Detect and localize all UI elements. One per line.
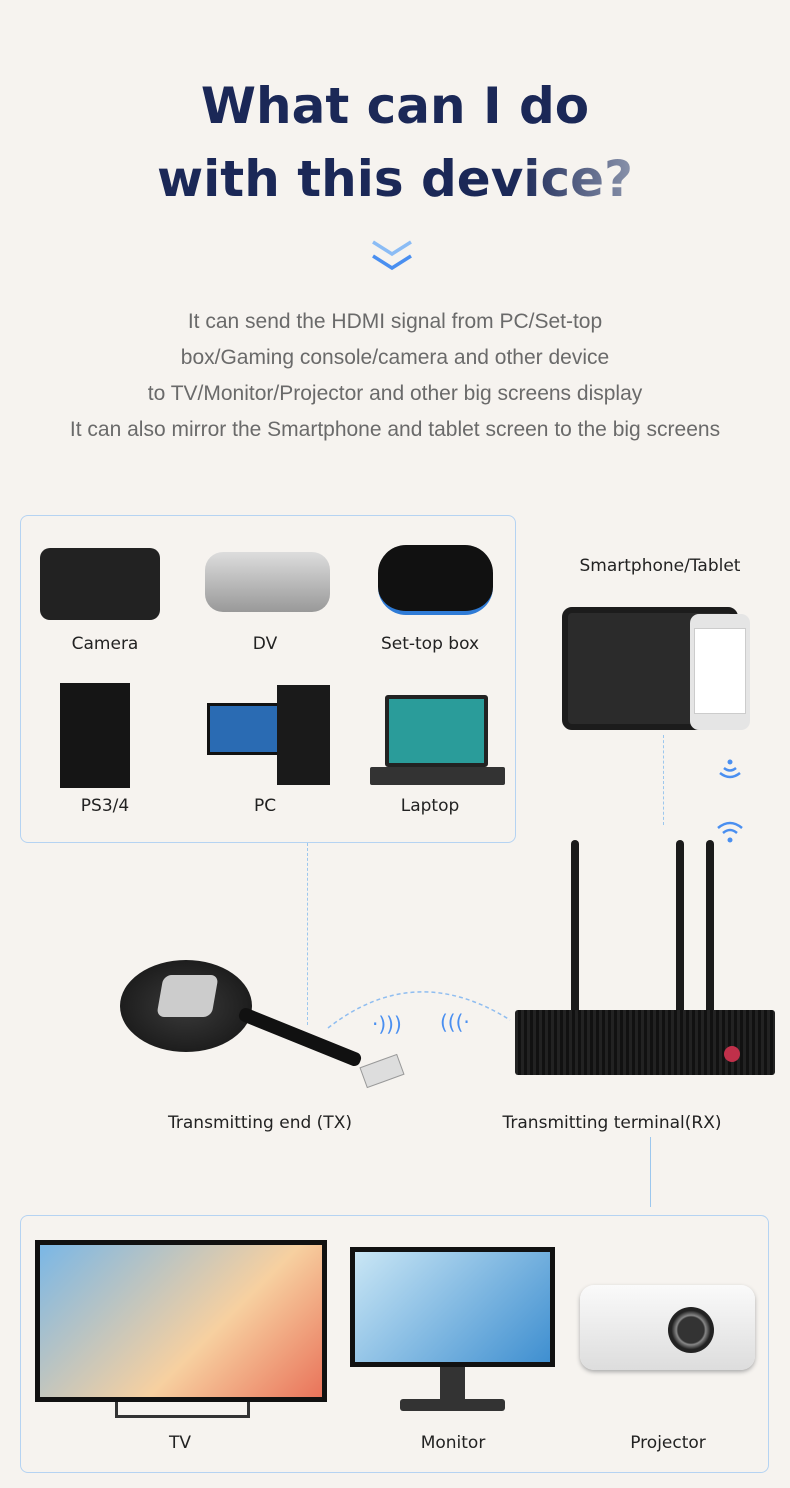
desc-line: It can send the HDMI signal from PC/Set-…: [187, 310, 603, 333]
connector-line: [307, 843, 308, 1025]
monitor-stand: [440, 1367, 465, 1399]
label-dv: DV: [252, 634, 278, 654]
usb-plug: [359, 1053, 405, 1089]
ps4-image: [60, 683, 130, 788]
title-part-faded: device?: [421, 150, 634, 208]
antenna: [676, 840, 684, 1015]
label-laptop: Laptop: [400, 796, 460, 816]
wifi-signal-icon: [719, 759, 741, 779]
power-icon: [724, 1046, 740, 1062]
title-line-2: with this device?: [0, 143, 790, 215]
tv-image: [35, 1240, 327, 1402]
label-pc: PC: [253, 796, 277, 816]
display-devices-box: [20, 1215, 769, 1473]
wireless-arc: [327, 991, 511, 1029]
source-devices-box: [20, 515, 516, 843]
title-line-1: What can I do: [200, 77, 590, 135]
connector-line: [663, 735, 664, 825]
label-camera: Camera: [71, 634, 139, 654]
connector-arrow: [650, 1137, 651, 1207]
label-smartphone-tablet: Smartphone/Tablet: [579, 556, 741, 576]
camera-image: [40, 548, 160, 620]
desc-line: It can also mirror the Smartphone and ta…: [69, 418, 721, 441]
signal-in-icon: (((·: [440, 1010, 470, 1034]
signal-out-icon: ·))): [372, 1012, 402, 1036]
wifi-icon: [717, 821, 743, 843]
set-top-box-image: [378, 545, 493, 615]
pc-tower-image: [277, 685, 330, 785]
phone-image: [690, 614, 750, 730]
monitor-base: [400, 1399, 505, 1411]
label-set-top-box: Set-top box: [380, 634, 480, 654]
label-monitor: Monitor: [420, 1433, 486, 1453]
label-projector: Projector: [630, 1433, 706, 1453]
label-tx: Transmitting end (TX): [168, 1113, 352, 1133]
laptop-base: [370, 767, 505, 785]
projector-image: [580, 1285, 755, 1370]
title-part: with this: [156, 150, 422, 208]
tx-button: [156, 975, 219, 1017]
label-tv: TV: [168, 1433, 191, 1453]
tv-stand: [115, 1402, 250, 1418]
pc-monitor-image: [207, 703, 287, 755]
dv-image: [205, 552, 330, 612]
label-ps: PS3/4: [80, 796, 130, 816]
description: It can send the HDMI signal from PC/Set-…: [0, 304, 790, 448]
laptop-image: [385, 695, 488, 767]
label-rx: Transmitting terminal(RX): [502, 1113, 722, 1133]
desc-line: to TV/Monitor/Projector and other big sc…: [147, 382, 643, 405]
rx-receiver-image: [515, 1010, 775, 1075]
monitor-image: [350, 1247, 555, 1367]
desc-line: box/Gaming console/camera and other devi…: [180, 346, 610, 369]
chevron-down-icon: [372, 240, 412, 271]
antenna: [571, 840, 579, 1015]
antenna: [706, 840, 714, 1015]
